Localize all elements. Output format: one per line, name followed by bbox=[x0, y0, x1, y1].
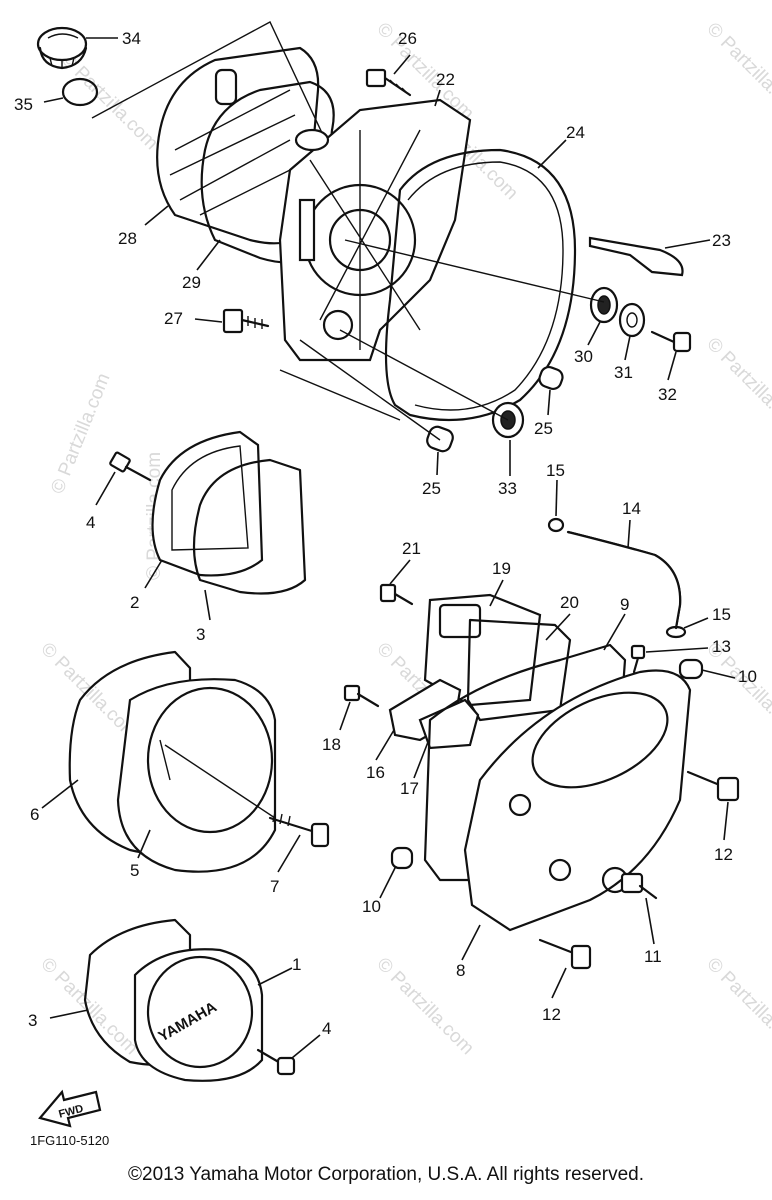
dowel-pin bbox=[678, 658, 704, 680]
watermark: © Partzilla.com bbox=[702, 19, 772, 124]
callout-label: 1 bbox=[292, 955, 301, 974]
callout-label: 4 bbox=[322, 1019, 331, 1038]
callout-label: 3 bbox=[28, 1011, 37, 1030]
o-ring bbox=[61, 77, 99, 107]
oil-filler-cap bbox=[36, 26, 88, 70]
callout-label: 20 bbox=[560, 593, 579, 612]
bolt bbox=[365, 68, 412, 97]
hose-clamp bbox=[665, 625, 687, 639]
side-cover bbox=[463, 669, 692, 932]
watermark: © Partzilla.com bbox=[47, 370, 114, 497]
callout-label: 15 bbox=[546, 461, 565, 480]
pickup-cover bbox=[151, 430, 264, 577]
callout-label: 27 bbox=[164, 309, 183, 328]
bolt bbox=[222, 308, 270, 334]
callout-label: 4 bbox=[86, 513, 95, 532]
callout-label: 17 bbox=[400, 779, 419, 798]
bolt bbox=[538, 938, 592, 970]
screw bbox=[109, 451, 152, 482]
callout-label: 25 bbox=[534, 419, 553, 438]
callout-label: 25 bbox=[422, 479, 441, 498]
callout-label: 31 bbox=[614, 363, 633, 382]
callout-label: 10 bbox=[362, 897, 381, 916]
callout-label: 15 bbox=[712, 605, 731, 624]
callout-label: 2 bbox=[130, 593, 139, 612]
callout-label: 21 bbox=[402, 539, 421, 558]
callout-label: 6 bbox=[30, 805, 39, 824]
gasket bbox=[192, 458, 307, 595]
callout-label: 24 bbox=[566, 123, 585, 142]
crankcase-cover bbox=[278, 98, 472, 362]
callout-label: 22 bbox=[436, 70, 455, 89]
callout-label: 7 bbox=[270, 877, 279, 896]
bolt bbox=[343, 684, 380, 708]
watermark: © Partzilla.com bbox=[702, 334, 772, 439]
bolt bbox=[630, 644, 646, 674]
screw bbox=[256, 1048, 296, 1076]
callout-label: 3 bbox=[196, 625, 205, 644]
callout-label: 5 bbox=[130, 861, 139, 880]
diagram-code: 1FG110-5120 bbox=[30, 1133, 109, 1148]
callout-labels: 34 35 26 22 24 28 29 23 27 30 31 32 25 2… bbox=[14, 29, 757, 1038]
screw bbox=[650, 330, 692, 353]
callout-label: 30 bbox=[574, 347, 593, 366]
washer bbox=[618, 302, 646, 338]
clutch-cover: YAMAHA bbox=[133, 948, 264, 1082]
forward-arrow-icon: FWD bbox=[38, 1089, 102, 1128]
callout-label: 33 bbox=[498, 479, 517, 498]
callout-label: 12 bbox=[542, 1005, 561, 1024]
leader-lines bbox=[41, 37, 736, 1059]
callout-label: 16 bbox=[366, 763, 385, 782]
gasket bbox=[68, 650, 192, 855]
dowel-pin bbox=[390, 846, 414, 870]
callout-label: 19 bbox=[492, 559, 511, 578]
bolt bbox=[379, 583, 414, 606]
hose-clamp bbox=[547, 517, 565, 533]
callout-label: 12 bbox=[714, 845, 733, 864]
copyright-notice: ©2013 Yamaha Motor Corporation, U.S.A. A… bbox=[128, 1164, 644, 1185]
callout-label: 23 bbox=[712, 231, 731, 250]
callout-label: 34 bbox=[122, 29, 141, 48]
callout-label: 8 bbox=[456, 961, 465, 980]
callout-label: 14 bbox=[622, 499, 641, 518]
large-gasket bbox=[384, 148, 577, 422]
callout-label: 10 bbox=[738, 667, 757, 686]
watermark: © Partzilla.com bbox=[702, 954, 772, 1059]
bolt bbox=[686, 770, 740, 802]
callout-label: 28 bbox=[118, 229, 137, 248]
indicator-plate bbox=[588, 236, 684, 277]
dowel-pin bbox=[538, 365, 564, 391]
callout-label: 32 bbox=[658, 385, 677, 404]
callout-label: 11 bbox=[644, 947, 662, 966]
callout-label: 9 bbox=[620, 595, 629, 614]
callout-label: 26 bbox=[398, 29, 417, 48]
strainer-plate bbox=[156, 46, 320, 245]
callout-label: 35 bbox=[14, 95, 33, 114]
callout-label: 29 bbox=[182, 273, 201, 292]
bolt bbox=[268, 811, 330, 848]
generator-cover bbox=[116, 678, 277, 873]
callout-label: 18 bbox=[322, 735, 341, 754]
bolt bbox=[620, 872, 658, 900]
oil-seal bbox=[589, 286, 619, 324]
dowel-pin bbox=[426, 425, 454, 453]
callout-label: 13 bbox=[712, 637, 731, 656]
